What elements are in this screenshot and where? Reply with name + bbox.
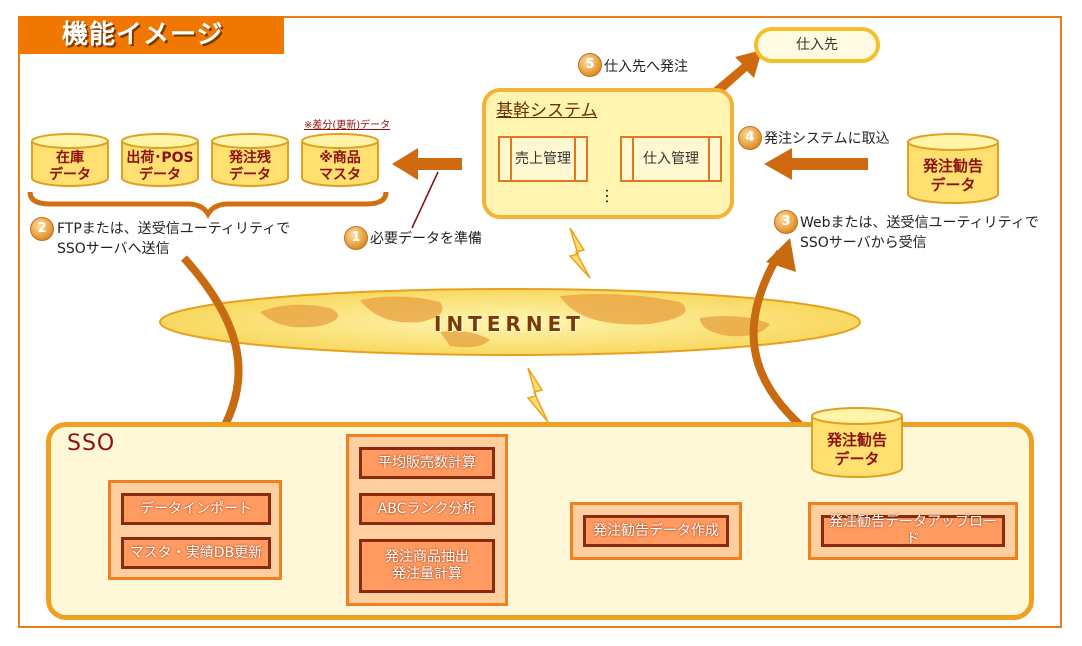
process-group-create: 発注勧告データ作成 bbox=[570, 502, 742, 560]
cylinder-shipping-pos-data: 出荷･POS データ bbox=[120, 132, 200, 188]
ellipsis-dots: … bbox=[602, 188, 621, 204]
step2-line1: FTPまたは、送受信ユーティリティで bbox=[57, 221, 291, 237]
database-icon bbox=[301, 133, 379, 187]
sso-label: SSO bbox=[67, 431, 116, 456]
step3-number: 3 bbox=[774, 210, 798, 234]
cylinder-order-recommendation-data: 発注勧告 データ bbox=[906, 132, 1000, 206]
cylinder-label-1: 発注勧告 bbox=[922, 157, 983, 175]
step2-line2: SSOサーバへ送信 bbox=[57, 241, 170, 257]
database-icon bbox=[121, 133, 199, 187]
cylinder-label-1: ※商品 bbox=[319, 150, 361, 166]
step5-number: 5 bbox=[578, 53, 602, 77]
step4-number: 4 bbox=[738, 126, 762, 150]
database-icon bbox=[31, 133, 109, 187]
process-abc-rank: ABCランク分析 bbox=[359, 493, 495, 525]
globe-continents bbox=[260, 294, 770, 348]
step3-line2: SSOサーバから受信 bbox=[800, 235, 927, 251]
arrow-left-1 bbox=[392, 148, 462, 180]
database-icon bbox=[811, 407, 903, 478]
cylinder-label-1: 在庫 bbox=[56, 150, 84, 166]
lightning-icon bbox=[568, 227, 591, 279]
process-group-analysis: 平均販売数計算 ABCランク分析 発注商品抽出発注量計算 bbox=[346, 434, 508, 606]
step2-number: 2 bbox=[30, 217, 54, 241]
process-create-recommendation: 発注勧告データ作成 bbox=[583, 515, 729, 547]
supplier-box: 仕入先 bbox=[754, 27, 880, 63]
internet-globe bbox=[159, 288, 861, 356]
core-system-title: 基幹システム bbox=[496, 101, 598, 121]
step1-pointer bbox=[411, 171, 439, 229]
internet-label: INTERNET bbox=[434, 312, 585, 336]
purchase-management-box: 仕入管理 bbox=[620, 136, 722, 182]
step1-number: 1 bbox=[344, 226, 368, 250]
step3-line1: Webまたは、送受信ユーティリティで bbox=[800, 215, 1039, 231]
cylinder-label-2: データ bbox=[834, 450, 880, 468]
cylinder-label-1: 出荷･POS bbox=[126, 150, 194, 166]
step1-text: 必要データを準備 bbox=[370, 231, 482, 247]
cylinder-label-2: データ bbox=[139, 167, 181, 183]
database-icon bbox=[211, 133, 289, 187]
sales-management-box: 売上管理 bbox=[498, 136, 588, 182]
cylinder-product-master: ※商品 マスタ bbox=[300, 132, 380, 188]
process-group-upload: 発注勧告データアップロード bbox=[808, 502, 1018, 560]
process-order-extract: 発注商品抽出発注量計算 bbox=[359, 539, 495, 593]
cylinder-inventory-data: 在庫 データ bbox=[30, 132, 110, 188]
brace bbox=[27, 191, 389, 219]
diff-note: ※差分(更新)データ bbox=[304, 120, 391, 131]
process-average-sales: 平均販売数計算 bbox=[359, 447, 495, 479]
step4-text: 発注システムに取込 bbox=[764, 131, 890, 147]
sso-cylinder-order-recommendation-data: 発注勧告 データ bbox=[810, 406, 904, 480]
process-upload-recommendation: 発注勧告データアップロード bbox=[821, 514, 1005, 547]
cylinder-label-1: 発注勧告 bbox=[826, 431, 887, 449]
lightning-icon bbox=[526, 367, 549, 423]
cylinder-label-2: データ bbox=[49, 167, 91, 183]
cylinder-label-1: 発注残 bbox=[229, 150, 271, 166]
arrow-up-3 bbox=[749, 249, 821, 444]
process-master-db-update: マスタ・実績DB更新 bbox=[121, 537, 271, 569]
process-group-import: データインポート マスタ・実績DB更新 bbox=[108, 480, 282, 580]
arrow-left-4 bbox=[764, 148, 868, 180]
process-data-import: データインポート bbox=[121, 493, 271, 525]
cylinder-label-2: マスタ bbox=[319, 167, 361, 183]
step5-text: 仕入先へ発注 bbox=[604, 59, 688, 75]
cylinder-order-backlog-data: 発注残 データ bbox=[210, 132, 290, 188]
core-system-box: 基幹システム 売上管理 仕入管理 … bbox=[482, 88, 734, 219]
database-icon bbox=[907, 133, 999, 204]
cylinder-label-2: データ bbox=[930, 176, 976, 194]
diagram-title: 機能イメージ bbox=[18, 16, 284, 54]
cylinder-label-2: データ bbox=[229, 167, 271, 183]
